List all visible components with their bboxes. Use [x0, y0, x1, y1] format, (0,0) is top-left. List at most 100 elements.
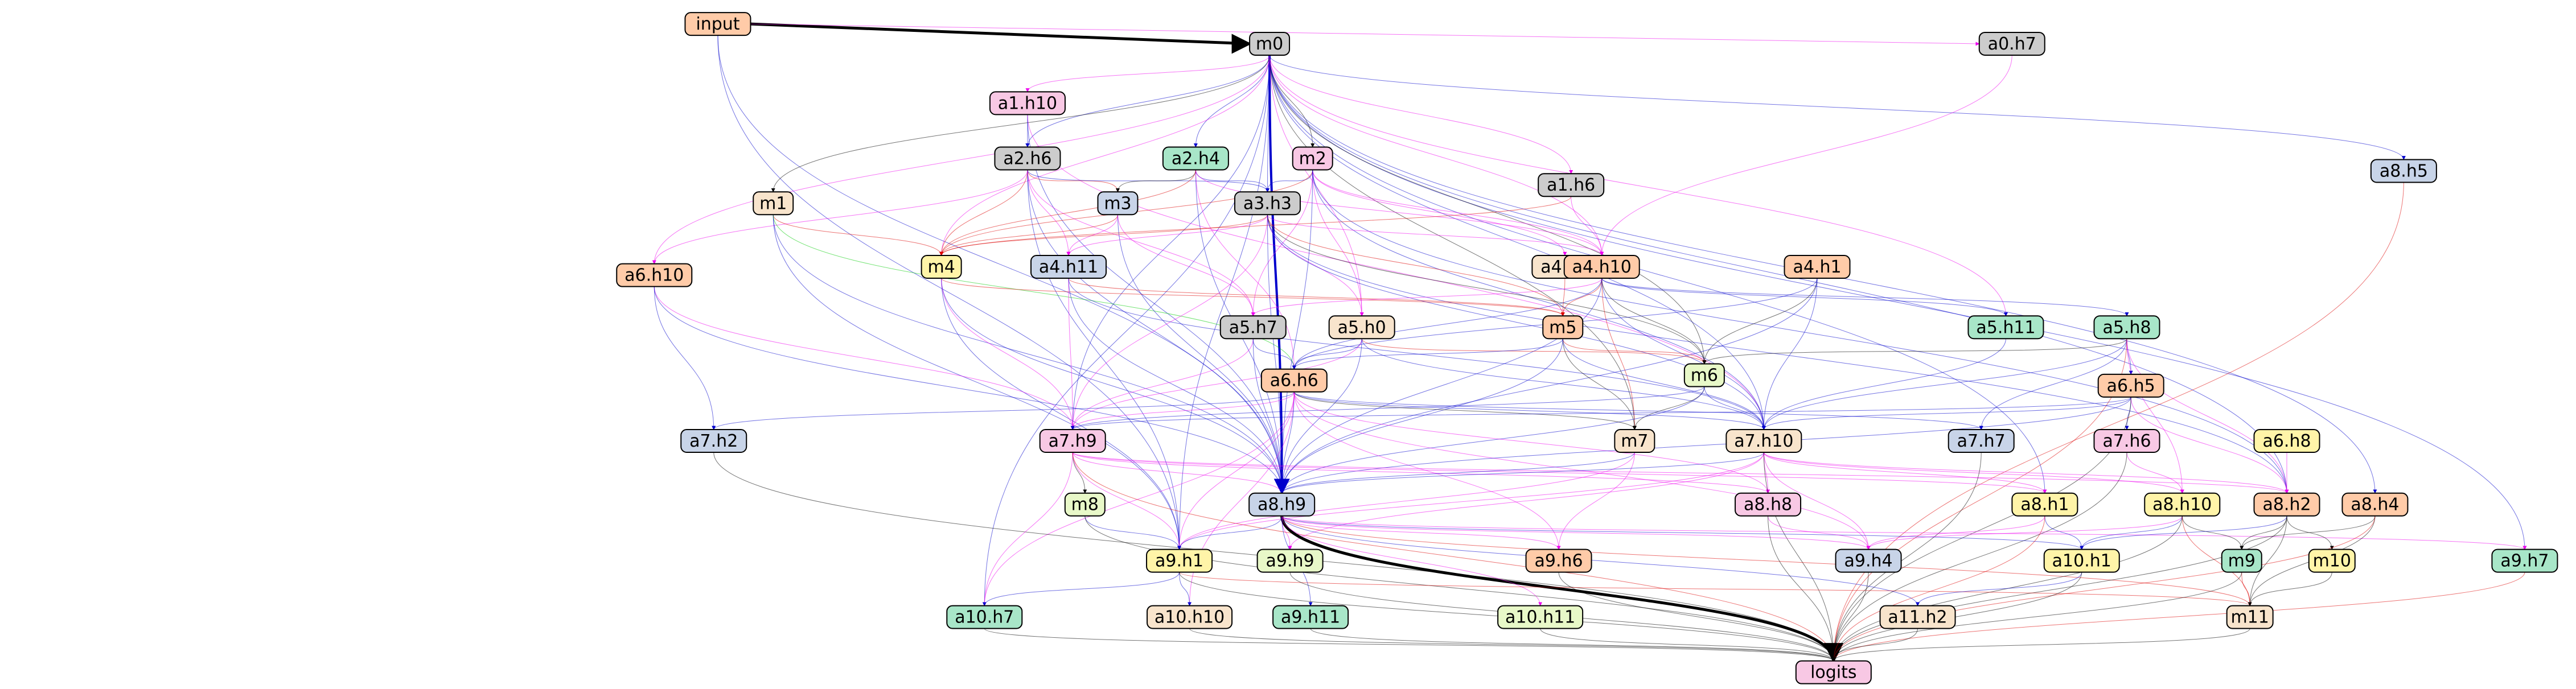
node-a8h10[interactable]: a8.h10 [2144, 492, 2221, 517]
node-m4[interactable]: m4 [921, 255, 962, 279]
node-a4h11[interactable]: a4.h11 [1030, 255, 1107, 279]
edge-a10h1-to-a11h2 [1916, 572, 2082, 607]
node-a9h4[interactable]: a9.h4 [1835, 548, 1902, 573]
node-box [1147, 605, 1233, 629]
edge-a4h8-to-m5 [1560, 278, 1566, 316]
node-a2h4[interactable]: a2.h4 [1162, 146, 1229, 171]
node-label: a11.h2 [1888, 608, 1947, 628]
edge-a3h3-to-m5 [1267, 214, 1565, 316]
node-m5[interactable]: m5 [1542, 315, 1584, 340]
edge-m5-to-a8h9 [1280, 339, 1563, 494]
node-input[interactable]: input [684, 12, 751, 36]
node-m3[interactable]: m3 [1097, 191, 1139, 216]
edge-a4h10-to-a5h8 [1601, 278, 2129, 316]
node-m10[interactable]: m10 [2308, 548, 2356, 573]
node-a10h7[interactable]: a10.h7 [946, 605, 1023, 629]
edge-a2h6-to-a8h9 [1027, 170, 1284, 494]
node-m6[interactable]: m6 [1683, 363, 1725, 387]
node-a9h1[interactable]: a9.h1 [1146, 548, 1213, 573]
node-box [684, 12, 751, 36]
node-a8h2[interactable]: a8.h2 [2253, 492, 2320, 517]
node-a9h6[interactable]: a9.h6 [1525, 548, 1592, 573]
node-a5h0[interactable]: a5.h0 [1328, 315, 1395, 340]
edge-m0-to-m7 [1269, 55, 1637, 430]
edge-m0-to-m1 [771, 55, 1270, 192]
node-box [1542, 315, 1584, 340]
node-label: a0.h7 [1988, 34, 2036, 54]
edge-a5h0-to-a7h10 [1361, 339, 1766, 430]
node-a10h11[interactable]: a10.h11 [1497, 605, 1584, 629]
edge-m0-to-a10h7 [982, 55, 1270, 607]
node-label: a4.h11 [1039, 257, 1098, 277]
node-m11[interactable]: m11 [2226, 605, 2274, 629]
node-a5h8[interactable]: a5.h8 [2093, 315, 2160, 340]
node-a10h1[interactable]: a10.h1 [2043, 548, 2120, 573]
node-label: a1.h10 [998, 93, 1057, 113]
node-a2h6[interactable]: a2.h6 [994, 146, 1061, 171]
edge-a6h6-to-a7h9 [1070, 391, 1295, 430]
node-box [1835, 548, 1902, 573]
edge-a3h3-to-a7h10 [1267, 214, 1766, 430]
node-a1h10[interactable]: a1.h10 [989, 91, 1066, 115]
edge-a1h6-to-a4h10 [1571, 196, 1604, 256]
edge-m1-to-m4 [773, 214, 944, 256]
node-logits[interactable]: logits [1795, 660, 1872, 684]
node-a8h9[interactable]: a8.h9 [1248, 492, 1316, 517]
node-a5h7[interactable]: a5.h7 [1219, 315, 1287, 340]
node-m7[interactable]: m7 [1614, 428, 1655, 453]
edge-a8h2-to-m11 [2248, 515, 2287, 607]
edge-a8h10-to-a9h4 [1866, 515, 2183, 550]
node-a4h10[interactable]: a4.h10 [1563, 255, 1640, 279]
node-a4h1[interactable]: a4.h1 [1784, 255, 1851, 279]
edge-a2h6-to-a4h11 [1027, 170, 1071, 256]
node-label: a9.h1 [1155, 551, 1203, 571]
node-a7h2[interactable]: a7.h2 [680, 428, 747, 453]
node-a9h7[interactable]: a9.h7 [2491, 548, 2558, 573]
node-m2[interactable]: m2 [1292, 146, 1333, 171]
edge-a5h8-to-a8h2 [2126, 339, 2289, 494]
node-a6h10[interactable]: a6.h10 [616, 263, 693, 287]
node-m9[interactable]: m9 [2221, 548, 2262, 573]
edge-a2h4-to-a4h10 [1195, 170, 1604, 256]
edge-a7h10-to-a8h2 [1763, 452, 2289, 494]
node-label: m6 [1691, 366, 1718, 386]
node-a8h1[interactable]: a8.h1 [2011, 492, 2078, 517]
node-a7h7[interactable]: a7.h7 [1948, 428, 2015, 453]
edge-m0-to-a8h2 [1269, 55, 2289, 494]
node-a7h10[interactable]: a7.h10 [1725, 428, 1802, 453]
node-a7h6[interactable]: a7.h6 [2093, 428, 2160, 453]
node-a8h4[interactable]: a8.h4 [2341, 492, 2409, 517]
edge-a8h9-to-a9h1 [1177, 515, 1283, 550]
node-a9h9[interactable]: a9.h9 [1256, 548, 1324, 573]
edge-m2-to-a8h9 [1280, 170, 1313, 494]
node-a9h11[interactable]: a9.h11 [1272, 605, 1349, 629]
node-box [1256, 548, 1324, 573]
node-m0[interactable]: m0 [1249, 31, 1291, 56]
node-a8h8[interactable]: a8.h8 [1735, 492, 1802, 517]
edge-input-to-a0h7 [750, 23, 1980, 46]
node-a10h10[interactable]: a10.h10 [1147, 605, 1233, 629]
node-m1[interactable]: m1 [753, 191, 794, 216]
node-box [616, 263, 693, 287]
node-a11h2[interactable]: a11.h2 [1879, 605, 1956, 629]
edge-a6h5-to-a8h9 [1280, 397, 2131, 494]
edge-m0-to-a5h11 [1269, 55, 2008, 316]
node-label: m11 [2230, 608, 2269, 628]
node-a1h6[interactable]: a1.h6 [1538, 173, 1605, 197]
node-a6h8[interactable]: a6.h8 [2253, 428, 2320, 453]
node-label: a7.h7 [1957, 431, 2006, 451]
node-label: a3.h3 [1243, 193, 1292, 213]
node-m8[interactable]: m8 [1064, 492, 1106, 517]
edge-m0-to-a4h10 [1269, 55, 1604, 256]
node-a0h7[interactable]: a0.h7 [1978, 31, 2045, 56]
edge-m0-to-m6 [1269, 55, 1707, 365]
node-a6h6[interactable]: a6.h6 [1260, 368, 1328, 393]
node-a7h9[interactable]: a7.h9 [1039, 428, 1106, 453]
node-a3h3[interactable]: a3.h3 [1234, 191, 1301, 216]
node-a5h11[interactable]: a5.h11 [1967, 315, 2044, 340]
edge-a4h1-to-a7h10 [1761, 278, 1818, 430]
node-a8h5[interactable]: a8.h5 [2370, 159, 2437, 183]
node-a6h5[interactable]: a6.h5 [2097, 373, 2164, 398]
edge-a0h7-to-a4h10 [1600, 55, 2012, 256]
edge-a2h4-to-m4 [939, 170, 1196, 256]
